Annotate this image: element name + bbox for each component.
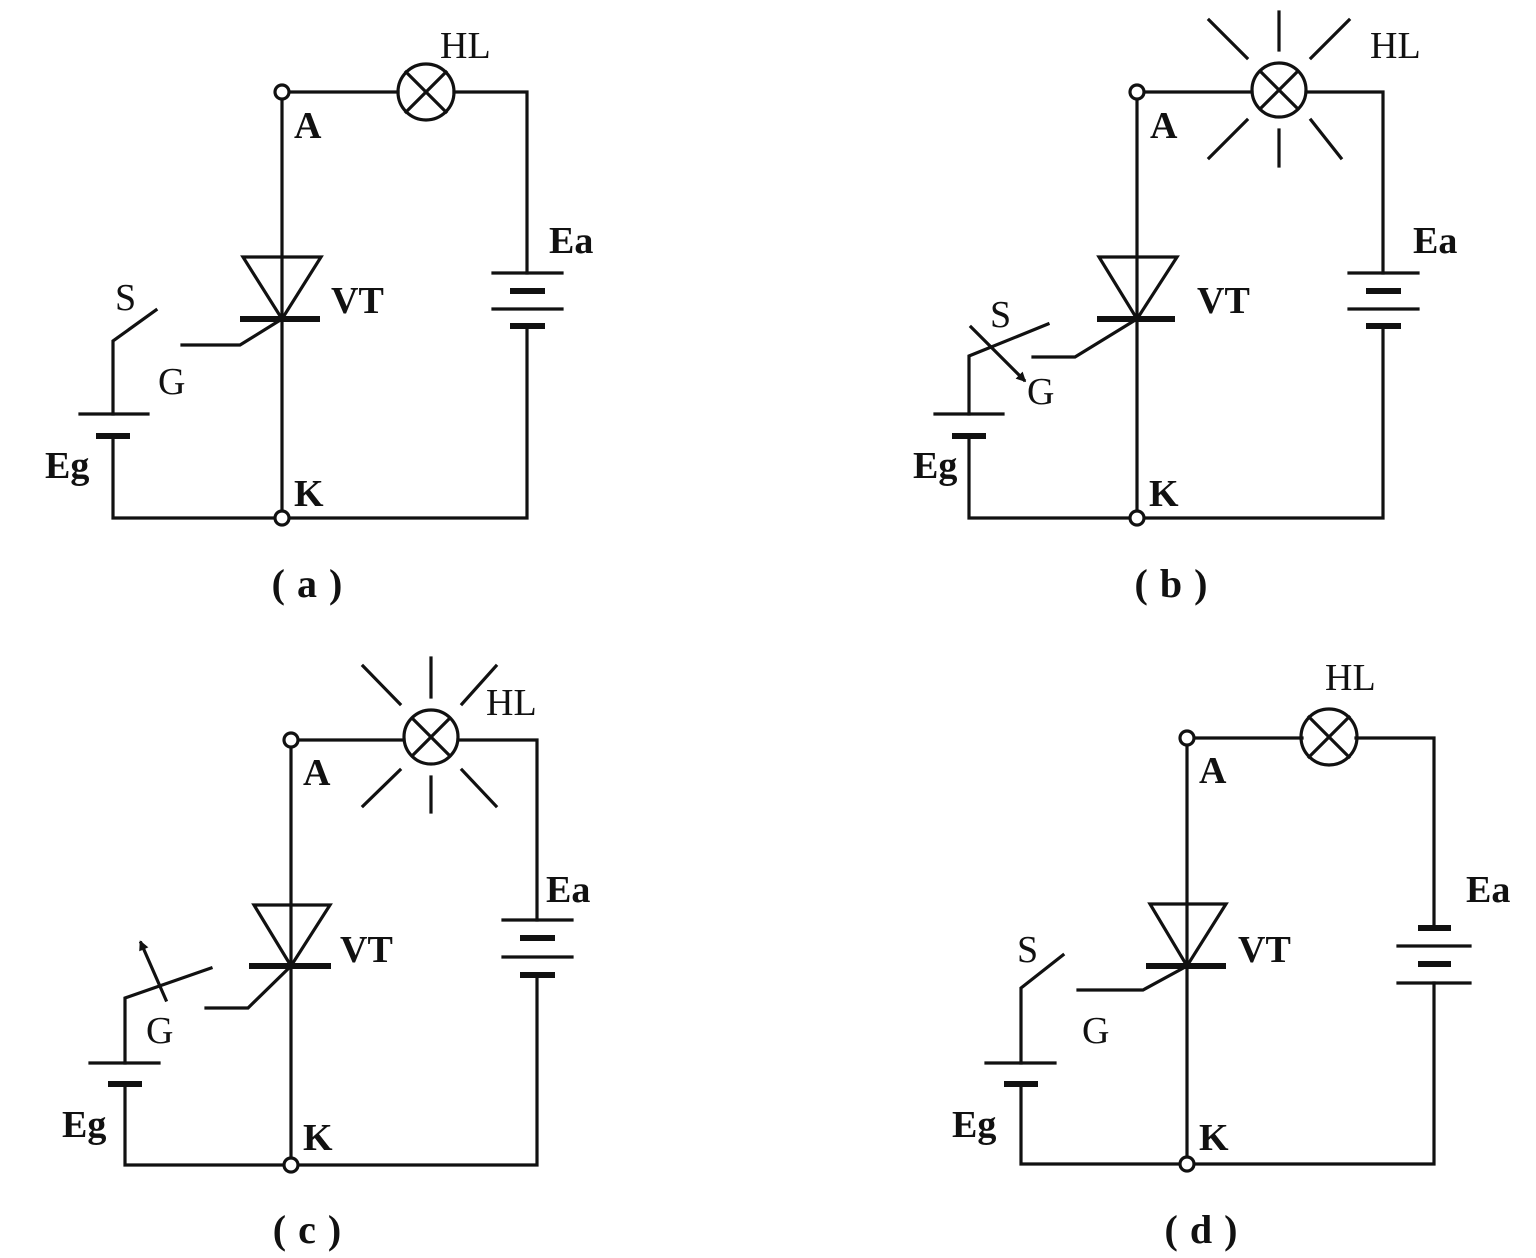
cathode-label: K: [303, 1117, 333, 1159]
thyristor-symbol: [1096, 255, 1180, 323]
anode-battery: [1396, 925, 1472, 985]
thyristor-symbol: [240, 255, 324, 323]
panel-c: HL A Ea VT G Eg K (c): [62, 656, 590, 1252]
anode-source-label: Ea: [549, 220, 593, 262]
cathode-label: K: [1199, 1117, 1229, 1159]
cathode-label: K: [294, 473, 324, 515]
switch-label: S: [115, 277, 136, 319]
lamp-label: HL: [486, 682, 537, 724]
thyristor-label: VT: [1197, 280, 1250, 322]
switch-closing-arrow: [968, 324, 1027, 383]
panel-d: HL A Ea VT S G Eg K (d): [952, 657, 1510, 1252]
anode-battery: [491, 271, 564, 329]
cathode-label: K: [1149, 473, 1179, 515]
anode-terminal: [1128, 83, 1146, 101]
cathode-terminal: [282, 1156, 300, 1174]
panel-caption: (d): [1165, 1207, 1250, 1252]
gate-label: G: [146, 1010, 173, 1052]
gate-battery: [933, 412, 1005, 439]
anode-label: A: [294, 105, 322, 147]
gate-source-label: Eg: [913, 445, 957, 487]
gate-battery: [78, 412, 150, 439]
circuit-wires: [123, 738, 539, 1167]
anode-source-label: Ea: [1466, 869, 1510, 911]
lamp-lit-symbol: [360, 656, 499, 814]
circuit-wires: [967, 90, 1385, 520]
gate-source-label: Eg: [62, 1104, 106, 1146]
cathode-terminal: [273, 509, 291, 527]
circuit-wires: [1019, 736, 1436, 1166]
lamp-symbol: [1299, 707, 1359, 767]
panel-caption: (c): [273, 1207, 353, 1252]
panel-caption: (a): [272, 561, 355, 606]
gate-source-label: Eg: [45, 445, 89, 487]
anode-source-label: Ea: [1413, 220, 1457, 262]
thyristor-label: VT: [340, 929, 393, 971]
gate-source-label: Eg: [952, 1104, 996, 1146]
thyristor-symbol: [1146, 902, 1229, 970]
panel-caption: (b): [1135, 561, 1220, 606]
gate-label: G: [1082, 1010, 1109, 1052]
anode-label: A: [1199, 750, 1227, 792]
thyristor-label: VT: [1238, 929, 1291, 971]
anode-terminal: [282, 731, 300, 749]
thyristor-symbol: [249, 903, 333, 970]
anode-label: A: [303, 752, 331, 794]
thyristor-label: VT: [331, 280, 384, 322]
cathode-terminal: [1178, 1155, 1196, 1173]
switch-label: S: [1017, 929, 1038, 971]
circuit-wires: [111, 90, 529, 520]
gate-battery: [88, 1061, 161, 1087]
anode-battery: [1347, 271, 1420, 329]
panel-a: HL A Ea VT S G Eg K (a): [45, 25, 593, 606]
switch-label: S: [990, 294, 1011, 336]
lamp-label: HL: [1325, 657, 1376, 699]
panel-b: HL A Ea VT S G Eg K (b): [913, 10, 1457, 606]
gate-battery: [984, 1061, 1057, 1087]
gate-label: G: [1027, 371, 1054, 413]
anode-label: A: [1150, 105, 1178, 147]
gate-label: G: [158, 361, 185, 403]
anode-battery: [501, 918, 574, 978]
lamp-symbol: [396, 62, 456, 122]
lamp-label: HL: [440, 25, 491, 67]
anode-source-label: Ea: [546, 869, 590, 911]
anode-terminal: [273, 83, 291, 101]
switch-opening-arrow: [138, 940, 169, 1003]
cathode-terminal: [1128, 509, 1146, 527]
lamp-label: HL: [1370, 25, 1421, 67]
lamp-lit-symbol: [1206, 10, 1352, 168]
anode-terminal: [1178, 729, 1196, 747]
